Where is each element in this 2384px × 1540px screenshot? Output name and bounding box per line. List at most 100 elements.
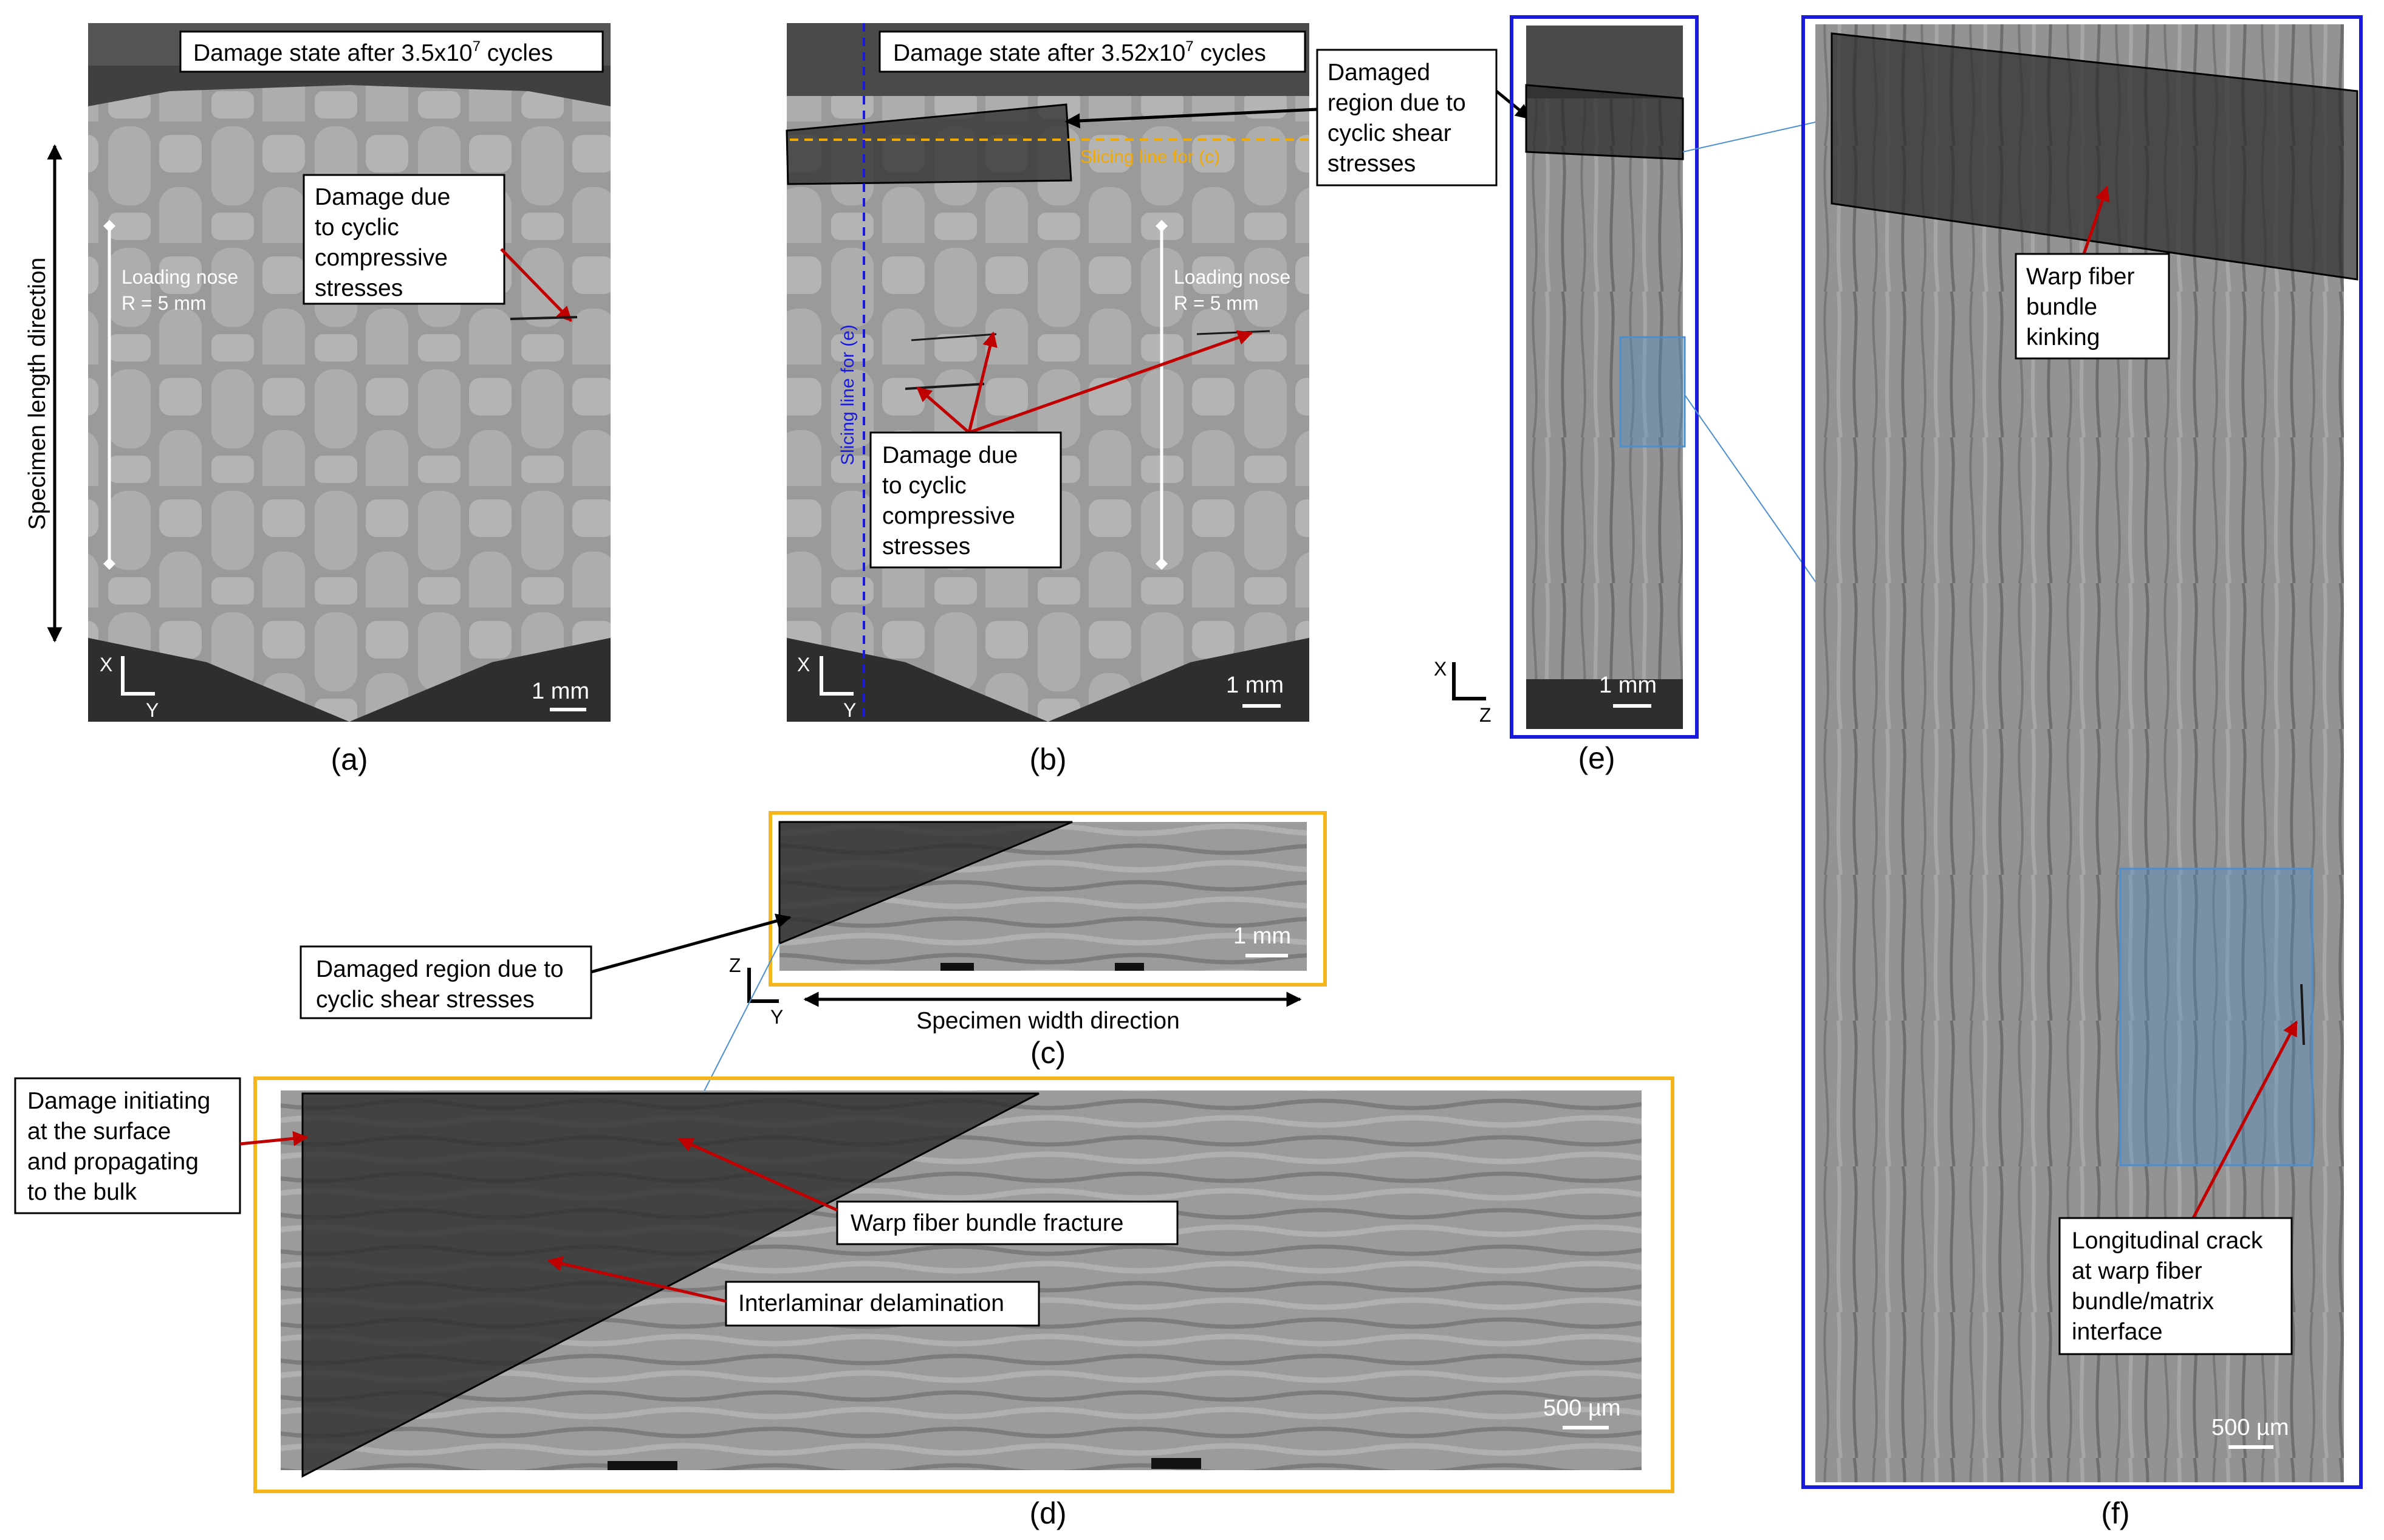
svg-text:500 µm: 500 µm — [2211, 1415, 2289, 1440]
panel-b-title-box — [879, 30, 1306, 73]
panel-d-scalebar: 500 µm — [1543, 1395, 1621, 1429]
panel-a-image — [88, 23, 611, 722]
panel-d-bottom-dark-2 — [1151, 1458, 1201, 1469]
svg-text:Z: Z — [1479, 704, 1492, 726]
panel-b-crack-3 — [1196, 330, 1270, 335]
panel-f-label: (f) — [2101, 1496, 2129, 1530]
panel-f-shear-overlay — [1831, 32, 2358, 281]
panel-c-label: (c) — [1030, 1036, 1066, 1070]
panel-b: Slicing line for (c) Slicing line for (e… — [786, 23, 1309, 776]
shear-note-arrow-b — [1064, 108, 1318, 129]
panel-b-damage-note: Damage due to cyclic compressive stresse… — [882, 442, 1024, 560]
panel-b-label: (b) — [1029, 742, 1066, 776]
panel-c-shear-overlay — [778, 821, 1073, 945]
svg-text:X: X — [100, 654, 112, 676]
panel-d: Damage initiating at the surface and pro… — [14, 1076, 1674, 1530]
panel-a-top-wedge — [88, 66, 611, 106]
panel-a-scalebar: 1 mm — [532, 679, 589, 711]
panel-e: X Z 1 mm (e) — [1434, 15, 1699, 775]
panel-c-axes: Z Y — [729, 954, 783, 1028]
panel-f-crack-arrow — [2191, 1020, 2298, 1219]
panel-a-damage-note: Damage due to cyclic compressive stresse… — [315, 184, 457, 301]
panel-f-crack-note: Longitudinal crack at warp fiber bundle/… — [2072, 1228, 2269, 1345]
panel-d-surface-arrow — [239, 1131, 309, 1146]
panel-b-damage-arrow-3 — [968, 330, 1253, 434]
panel-b-damage-note-box — [869, 431, 1062, 569]
panel-c-shear-note: Damaged region due to cyclic shear stres… — [316, 956, 570, 1013]
panel-c-width-label: Specimen width direction — [916, 1008, 1180, 1034]
panel-d-fracture-arrow — [677, 1137, 838, 1212]
panel-a-damage-arrow — [500, 248, 572, 322]
panel-d-fracture-note-box — [836, 1200, 1179, 1245]
svg-text:500 µm: 500 µm — [1543, 1395, 1621, 1421]
panel-f-crack — [2300, 984, 2305, 1045]
panel-e-shear-overlay — [1525, 84, 1684, 160]
panel-e-top-shade — [1526, 26, 1683, 98]
panel-b-scalebar: 1 mm — [1226, 672, 1284, 708]
panel-f-kink-arrow — [2082, 185, 2110, 255]
panel-d-frame — [253, 1076, 1674, 1493]
panel-a-loading-nose: Loading nose R = 5 mm — [122, 266, 244, 314]
panel-a-crack — [510, 316, 578, 320]
panel-a-axes: X Y — [100, 654, 159, 721]
panel-b-axes: X Y — [797, 654, 856, 721]
panel-b-slice-e-label: Slicing line for (e) — [838, 324, 858, 465]
shear-note: Damaged region due to cyclic shear stres… — [1327, 60, 1473, 177]
panel-c-shear-note-box — [300, 945, 592, 1019]
panel-c-bottom-dark — [940, 963, 974, 971]
panel-a-bottom-wedge — [88, 638, 611, 722]
panel-f: Warp fiber bundle kinking Longitudinal c… — [1801, 15, 2363, 1530]
svg-text:X: X — [1434, 658, 1447, 680]
svg-text:Y: Y — [843, 699, 856, 721]
svg-text:Y: Y — [146, 699, 159, 721]
panel-f-kink-note-box — [2015, 253, 2170, 360]
panel-e-label: (e) — [1578, 741, 1615, 775]
panel-c-scalebar: 1 mm — [1233, 923, 1291, 957]
panel-d-delam-note: Interlaminar delamination — [738, 1290, 1004, 1316]
panel-c-shear-arrow — [591, 913, 792, 974]
panel-f-crack-note-box — [2058, 1217, 2293, 1355]
length-direction: Specimen length direction — [24, 144, 63, 643]
panel-f-scalebar: 500 µm — [2211, 1415, 2289, 1449]
panel-e-scalebar: 1 mm — [1599, 672, 1657, 708]
panel-d-surface-note-box — [14, 1077, 241, 1214]
panel-f-frame — [1801, 15, 2363, 1489]
panel-d-shear-overlay — [301, 1092, 1040, 1478]
shear-note-box — [1316, 49, 1498, 187]
svg-text:X: X — [797, 654, 810, 676]
panel-c: 1 mm Z Y Specimen width direction Damage… — [300, 811, 1327, 1070]
panel-b-shear-overlay — [786, 103, 1072, 185]
panel-c-bottom-dark-2 — [1115, 963, 1144, 971]
zoom-line-cd — [702, 943, 780, 1094]
panel-a-damage-note-box — [303, 174, 505, 305]
panel-b-bottom-wedge — [787, 638, 1309, 722]
svg-text:Z: Z — [729, 954, 741, 976]
svg-text:1 mm: 1 mm — [1233, 923, 1291, 949]
panel-d-surface-note: Damage initiating at the surface and pro… — [27, 1088, 217, 1205]
panel-b-slice-c-label: Slicing line for (c) — [1080, 147, 1220, 167]
panel-d-delam-note-box — [725, 1281, 1040, 1327]
panel-a-label: (a) — [331, 742, 368, 776]
panel-b-loading-nose: Loading nose R = 5 mm — [1174, 266, 1296, 314]
panel-d-delam-arrow — [547, 1256, 727, 1303]
panel-f-kink-note: Warp fiber bundle kinking — [2026, 264, 2141, 351]
panel-e-axes: X Z — [1434, 658, 1492, 726]
panel-b-damage-arrow-2 — [967, 331, 998, 433]
svg-text:1 mm: 1 mm — [532, 679, 589, 704]
panel-a-title-box — [179, 30, 604, 73]
panel-e-frame — [1510, 15, 1699, 739]
panel-d-bottom-dark — [608, 1461, 677, 1470]
svg-text:1 mm: 1 mm — [1226, 672, 1284, 698]
length-direction-label: Specimen length direction — [24, 258, 50, 530]
panel-a-title: Damage state after 3.5x107 cycles — [193, 38, 553, 66]
svg-text:Y: Y — [770, 1006, 783, 1028]
panel-b-damage-arrow-1 — [916, 386, 970, 434]
panel-d-label: (d) — [1029, 1496, 1066, 1530]
panel-e-zoom-box — [1619, 336, 1686, 448]
svg-text:1 mm: 1 mm — [1599, 672, 1657, 698]
zoom-line-top — [1682, 118, 1832, 152]
panel-b-title: Damage state after 3.52x107 cycles — [893, 38, 1266, 66]
panel-b-crack-2 — [911, 333, 997, 341]
panel-f-zoom-box — [2119, 868, 2314, 1166]
